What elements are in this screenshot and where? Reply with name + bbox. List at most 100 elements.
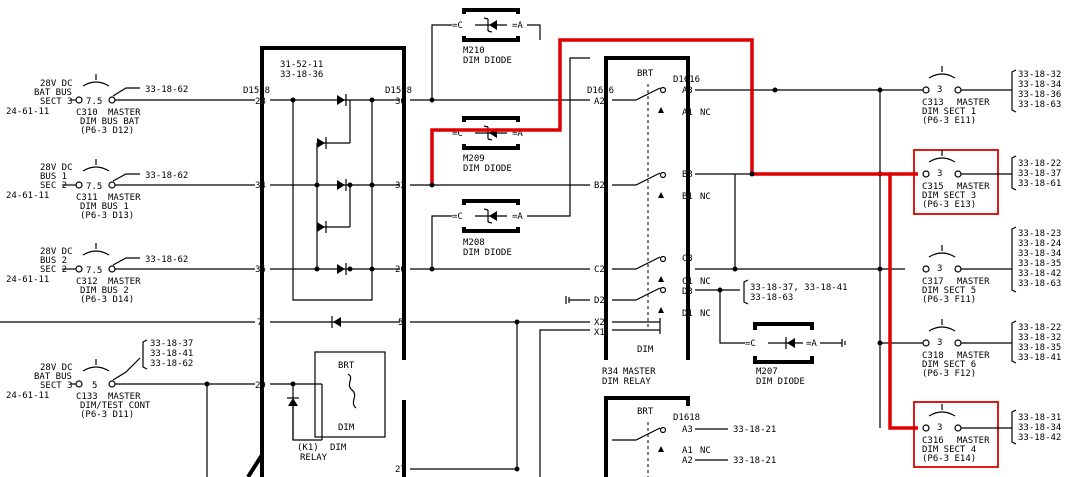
breaker-c316: 3 33-18-31 33-18-34 33-18-42 C316 MASTER… bbox=[913, 401, 1061, 468]
svg-text:C1: C1 bbox=[682, 277, 693, 287]
svg-text:C317: C317 bbox=[922, 277, 944, 287]
svg-text:M210: M210 bbox=[463, 46, 485, 56]
svg-text:(P6-3 E14): (P6-3 E14) bbox=[922, 454, 976, 464]
svg-text:DIM/TEST CONT: DIM/TEST CONT bbox=[80, 401, 151, 411]
svg-text:=A: =A bbox=[512, 129, 523, 139]
svg-text:B2: B2 bbox=[594, 181, 605, 191]
svg-text:5: 5 bbox=[92, 381, 97, 391]
svg-text:A2: A2 bbox=[682, 456, 693, 466]
svg-text:33-18-62: 33-18-62 bbox=[150, 359, 193, 369]
svg-text:NC: NC bbox=[700, 309, 711, 319]
svg-text:C133: C133 bbox=[76, 392, 98, 402]
svg-text:C310: C310 bbox=[76, 108, 98, 118]
svg-text:SEC 2: SEC 2 bbox=[40, 181, 67, 191]
svg-text:B1: B1 bbox=[682, 192, 693, 202]
svg-text:28: 28 bbox=[255, 97, 266, 107]
svg-text:D1598: D1598 bbox=[385, 86, 412, 96]
svg-text:33-18-37, 33-18-41: 33-18-37, 33-18-41 bbox=[750, 283, 848, 293]
svg-text:33-18-63: 33-18-63 bbox=[750, 293, 793, 303]
svg-text:33-18-62: 33-18-62 bbox=[145, 85, 188, 95]
svg-text:MASTER: MASTER bbox=[957, 98, 990, 108]
svg-text:NC: NC bbox=[700, 108, 711, 118]
svg-text:33-18-32: 33-18-32 bbox=[1018, 70, 1061, 80]
svg-text:SECT 3: SECT 3 bbox=[40, 381, 73, 391]
svg-text:33-18-31: 33-18-31 bbox=[1018, 413, 1061, 423]
svg-text:3: 3 bbox=[937, 85, 942, 95]
svg-text:D1: D1 bbox=[682, 309, 693, 319]
svg-text:BUS 2: BUS 2 bbox=[40, 256, 67, 266]
svg-text:DIM BUS BAT: DIM BUS BAT bbox=[80, 117, 140, 127]
svg-text:=C: =C bbox=[452, 21, 463, 31]
svg-text:MASTER: MASTER bbox=[108, 277, 141, 287]
svg-text:33-18-34: 33-18-34 bbox=[1018, 423, 1061, 433]
svg-text:MASTER: MASTER bbox=[957, 436, 990, 446]
diode-m208: =C =A M208 DIM DIODE bbox=[431, 57, 590, 269]
breaker-c315: 3 33-18-22 33-18-37 33-18-61 C315 MASTER… bbox=[913, 149, 1061, 215]
svg-text:M209: M209 bbox=[463, 154, 485, 164]
svg-text:=C: =C bbox=[745, 339, 756, 349]
svg-text:33-18-35: 33-18-35 bbox=[1018, 343, 1061, 353]
svg-text:33-18-22: 33-18-22 bbox=[1018, 159, 1061, 169]
svg-text:7: 7 bbox=[257, 318, 262, 328]
svg-text:DIM RELAY: DIM RELAY bbox=[602, 377, 651, 387]
svg-text:DIM SECT 5: DIM SECT 5 bbox=[922, 286, 976, 296]
svg-text:33-18-63: 33-18-63 bbox=[1018, 100, 1061, 110]
svg-text:33-18-21: 33-18-21 bbox=[733, 456, 776, 466]
svg-text:33-18-32: 33-18-32 bbox=[1018, 333, 1061, 343]
svg-text:(P6-3 E13): (P6-3 E13) bbox=[922, 200, 976, 210]
svg-text:33-18-23: 33-18-23 bbox=[1018, 229, 1061, 239]
svg-text:A1: A1 bbox=[682, 108, 693, 118]
svg-text:33-18-21: 33-18-21 bbox=[733, 425, 776, 435]
svg-text:C318: C318 bbox=[922, 351, 944, 361]
svg-text:7.5: 7.5 bbox=[86, 182, 102, 192]
svg-text:32: 32 bbox=[395, 181, 406, 191]
svg-text:DIM: DIM bbox=[330, 443, 347, 453]
svg-text:BRT: BRT bbox=[637, 407, 654, 417]
svg-text:C3: C3 bbox=[682, 254, 693, 264]
svg-text:24-61-11: 24-61-11 bbox=[6, 107, 49, 117]
svg-text:DIM: DIM bbox=[637, 345, 654, 355]
svg-text:27: 27 bbox=[395, 465, 406, 475]
svg-text:=C: =C bbox=[452, 129, 463, 139]
svg-text:NC: NC bbox=[700, 192, 711, 202]
svg-text:BAT BUS: BAT BUS bbox=[34, 372, 72, 382]
svg-text:28V DC: 28V DC bbox=[40, 247, 73, 257]
svg-text:RELAY: RELAY bbox=[300, 453, 328, 463]
svg-text:33-18-37: 33-18-37 bbox=[150, 339, 193, 349]
svg-text:BAT BUS: BAT BUS bbox=[34, 88, 72, 98]
svg-text:33-18-42: 33-18-42 bbox=[1018, 269, 1061, 279]
svg-text:A3: A3 bbox=[682, 425, 693, 435]
svg-text:28V DC: 28V DC bbox=[40, 363, 73, 373]
svg-text:=A: =A bbox=[512, 212, 523, 222]
svg-text:DIM BUS 2: DIM BUS 2 bbox=[80, 286, 129, 296]
svg-text:33-18-22: 33-18-22 bbox=[1018, 323, 1061, 333]
svg-text:MASTER: MASTER bbox=[957, 277, 990, 287]
svg-text:3: 3 bbox=[937, 169, 942, 179]
svg-text:DIM BUS 1: DIM BUS 1 bbox=[80, 202, 129, 212]
svg-text:=A: =A bbox=[806, 339, 817, 349]
svg-text:A1: A1 bbox=[682, 446, 693, 456]
svg-text:DIM: DIM bbox=[338, 423, 355, 433]
svg-text:(P6-3 F11): (P6-3 F11) bbox=[922, 295, 976, 305]
svg-text:X2: X2 bbox=[594, 318, 605, 328]
svg-text:MASTER: MASTER bbox=[957, 182, 990, 192]
svg-text:SECT 3: SECT 3 bbox=[40, 97, 73, 107]
svg-text:DIM DIODE: DIM DIODE bbox=[756, 377, 805, 387]
svg-text:BRT: BRT bbox=[637, 69, 654, 79]
svg-text:33-18-35: 33-18-35 bbox=[1018, 259, 1061, 269]
breaker-c311: 28V DC BUS 1 SEC 2 24-61-11 7.5 33-18-62… bbox=[6, 159, 255, 221]
svg-text:D1598: D1598 bbox=[243, 86, 270, 96]
svg-text:5: 5 bbox=[398, 318, 403, 328]
svg-text:D2: D2 bbox=[594, 296, 605, 306]
svg-text:33-18-41: 33-18-41 bbox=[150, 349, 193, 359]
highlighted-circuit-path bbox=[430, 38, 918, 430]
svg-text:33-18-63: 33-18-63 bbox=[1018, 279, 1061, 289]
svg-text:30: 30 bbox=[395, 97, 406, 107]
svg-text:=C: =C bbox=[452, 212, 463, 222]
svg-text:C316: C316 bbox=[922, 436, 944, 446]
svg-text:DIM DIODE: DIM DIODE bbox=[463, 56, 512, 66]
lower-relay-d1618: BRT D1618 A3 A1 A2 NC 33-18-21 33-18-21 bbox=[604, 396, 776, 477]
svg-text:M208: M208 bbox=[463, 238, 485, 248]
svg-text:(P6-3 D14): (P6-3 D14) bbox=[80, 295, 134, 305]
